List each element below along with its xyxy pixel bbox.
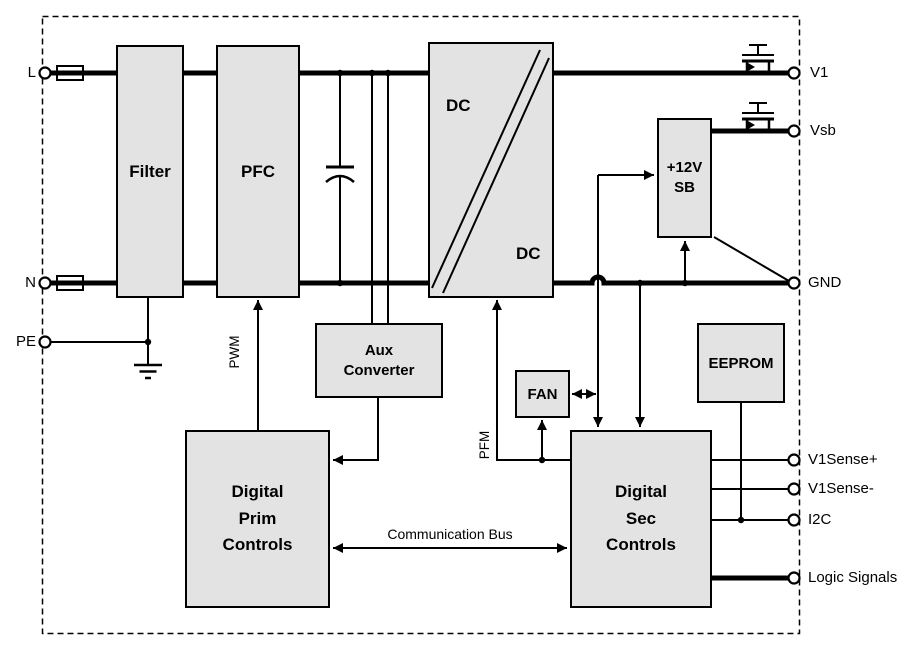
communication-bus-label: Communication Bus bbox=[387, 526, 513, 542]
fuses bbox=[56, 65, 84, 291]
terminal-logic-circle bbox=[787, 571, 801, 585]
terminal-v1sense-minus-circle bbox=[787, 482, 801, 496]
fuse-n-icon bbox=[56, 275, 84, 291]
terminal-label-v1: V1 bbox=[810, 64, 829, 81]
terminal-vsb-circle bbox=[787, 124, 801, 138]
block-eeprom: EEPROM bbox=[697, 323, 785, 403]
pfm-arrow bbox=[492, 300, 570, 461]
pwm-label: PWM bbox=[226, 335, 242, 369]
block-digital-sec-controls: Digital Sec Controls bbox=[570, 430, 712, 608]
terminal-label-vsb: Vsb bbox=[810, 122, 836, 139]
terminal-label-n: N bbox=[25, 274, 36, 291]
dcdc-diagonal-lines bbox=[431, 49, 550, 294]
dcdc-label-top: DC bbox=[446, 96, 471, 115]
diagram-dashed-border bbox=[41, 15, 801, 635]
pfm-label: PFM bbox=[476, 430, 492, 460]
terminal-l-circle bbox=[38, 66, 52, 80]
terminal-gnd-circle bbox=[787, 276, 801, 290]
terminal-n-circle bbox=[38, 276, 52, 290]
capacitor-plate-bottom bbox=[325, 174, 355, 183]
signal-wires bbox=[50, 73, 790, 553]
block-pfc: PFC bbox=[216, 45, 300, 298]
terminal-v1sense-plus-circle bbox=[787, 453, 801, 467]
terminal-label-i2c: I2C bbox=[808, 511, 832, 528]
terminal-label-v1sense-plus: V1Sense+ bbox=[808, 451, 878, 468]
terminals bbox=[38, 66, 801, 585]
block-digital-prim-controls: Digital Prim Controls bbox=[185, 430, 330, 608]
terminal-label-gnd: GND bbox=[808, 274, 842, 291]
block-dcdc-converter: DC DC bbox=[428, 42, 554, 298]
block-filter: Filter bbox=[116, 45, 184, 298]
terminal-label-logic-signals: Logic Signals bbox=[808, 569, 898, 586]
block-fan: FAN bbox=[515, 370, 570, 418]
terminal-pe-circle bbox=[38, 335, 52, 349]
terminal-label-v1sense-minus: V1Sense- bbox=[808, 480, 874, 497]
terminal-v1-circle bbox=[787, 66, 801, 80]
fuse-l-icon bbox=[56, 65, 84, 81]
terminal-label-pe: PE bbox=[15, 333, 36, 350]
sb-to-gnd-diagonal-wire bbox=[713, 236, 790, 282]
aux-to-prim-arrow bbox=[333, 398, 379, 465]
vsb-mosfet-icon bbox=[742, 102, 774, 131]
block-12v-sb: +12V SB bbox=[657, 118, 712, 238]
neutral-gnd-bus bbox=[50, 274, 789, 286]
terminal-i2c-circle bbox=[787, 513, 801, 527]
junction-dots bbox=[144, 69, 745, 524]
terminal-label-l: L bbox=[27, 64, 36, 81]
v1-mosfet-icon bbox=[742, 44, 774, 73]
block-aux-converter: Aux Converter bbox=[315, 323, 443, 398]
earth-ground-icon bbox=[134, 363, 162, 380]
dcdc-label-bottom: DC bbox=[516, 244, 541, 263]
